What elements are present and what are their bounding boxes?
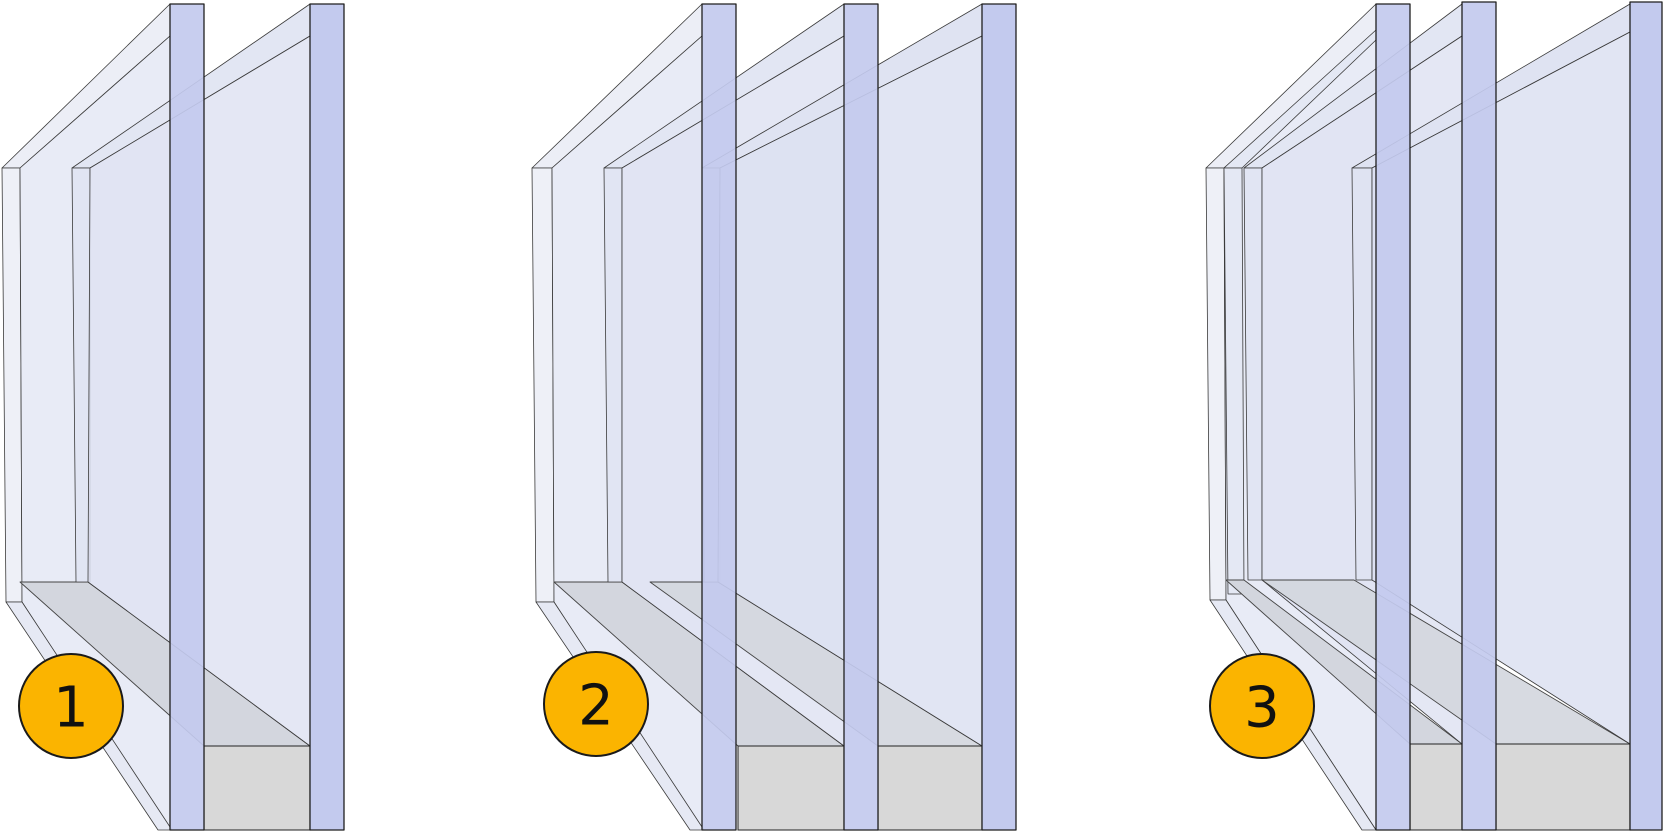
unit3-pane-edge-1 [1375,3,1411,831]
unit3-pane-edge-2 [1461,1,1497,831]
glazing-unit-triple [531,3,1017,831]
unit1-pane-edge-1 [169,3,205,831]
glazing-unit-double [1,3,345,831]
unit2-pane-edge-3 [981,3,1017,831]
badge-unit-1: 1 [18,653,124,759]
badge-label-3: 3 [1244,676,1280,741]
badge-unit-3: 3 [1209,653,1315,759]
glazing-unit-quadruple [1205,1,1663,831]
unit2-pane-edge-1 [701,3,737,831]
unit3-spacer-2 [1261,579,1631,831]
badge-label-1: 1 [53,676,89,741]
unit1-spacer [19,581,311,831]
unit3-pane-edge-3 [1629,1,1663,831]
unit1-pane-edge-2 [309,3,345,831]
unit2-spacer-1 [553,581,845,831]
unit3-inner-pane [1351,3,1631,745]
badge-unit-2: 2 [543,651,649,757]
unit2-pane-edge-2 [843,3,879,831]
badge-label-2: 2 [578,674,614,739]
